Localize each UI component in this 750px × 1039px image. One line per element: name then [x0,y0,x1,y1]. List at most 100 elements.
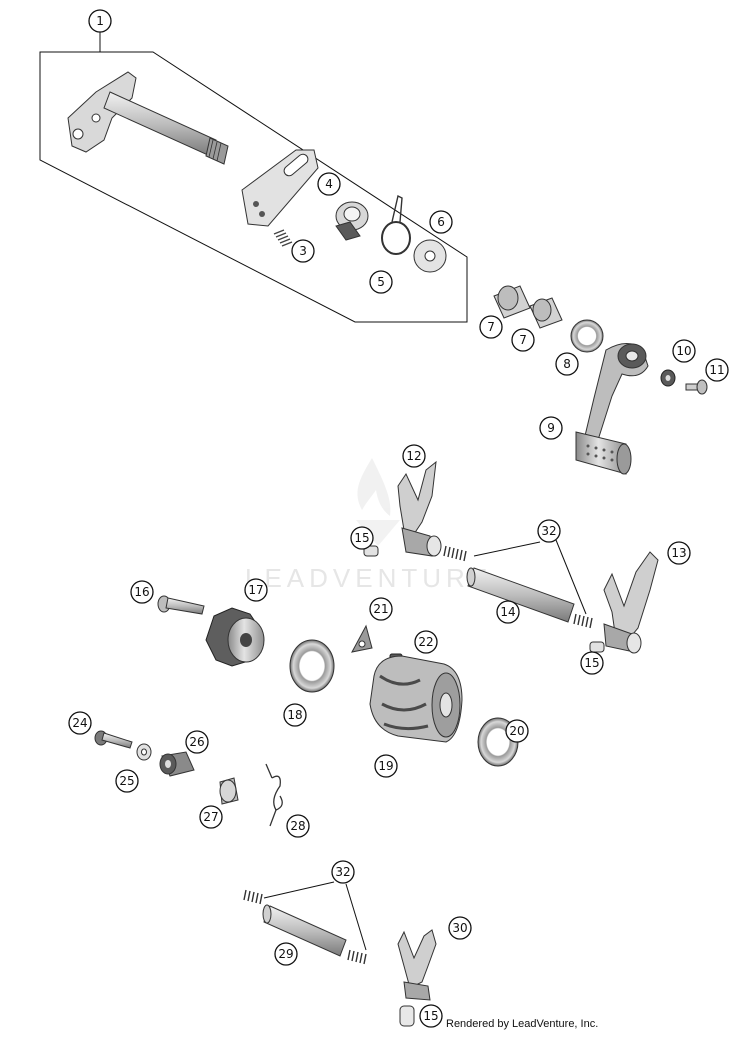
part-pin-15c [399,1005,415,1027]
part-seal-8 [570,319,604,353]
svg-text:12: 12 [406,449,421,463]
kit-outline [39,51,468,323]
part-shift-fork-12 [397,460,442,557]
svg-text:28: 28 [290,819,305,833]
part-pin-15b [589,641,605,653]
part-spring-3 [273,229,293,247]
callout-1: 1 [88,9,112,33]
callout-21: 21 [369,597,393,621]
callout-32b: 32 [331,860,355,884]
part-clip-5 [381,194,411,255]
callout-20: 20 [505,719,529,743]
callout-15a: 15 [350,526,374,550]
part-shift-fork-30 [397,929,437,1001]
part-4 [335,201,369,241]
part-spring-28 [265,763,283,827]
part-shift-fork-13 [603,551,659,654]
svg-text:6: 6 [437,215,445,229]
callout-16: 16 [130,580,154,604]
flame-logo-icon [356,458,400,546]
svg-text:4: 4 [325,177,333,191]
callout-5: 5 [369,270,393,294]
svg-text:27: 27 [203,810,218,824]
part-21 [351,624,373,653]
svg-text:1: 1 [96,14,104,28]
svg-text:9: 9 [547,421,555,435]
part-spring-32d [347,949,367,965]
callout-8: 8 [555,352,579,376]
callout-22: 22 [414,630,438,654]
svg-text:26: 26 [189,735,204,749]
callout-10: 10 [672,339,696,363]
part-shift-drum-star-17 [205,607,265,667]
svg-text:25: 25 [119,774,134,788]
callout-3: 3 [291,239,315,263]
svg-text:15: 15 [584,656,599,670]
callout-27: 27 [199,805,223,829]
callout-15b: 15 [580,651,604,675]
part-bolt-16 [157,595,205,615]
part-washer-25 [136,743,152,761]
svg-text:3: 3 [299,244,307,258]
svg-text:21: 21 [373,602,388,616]
part-shift-lever-9 [575,343,649,475]
svg-text:18: 18 [287,708,302,722]
svg-text:15: 15 [354,531,369,545]
callout-32a: 32 [537,519,561,543]
svg-text:7: 7 [519,333,527,347]
svg-text:30: 30 [452,921,467,935]
callout-28: 28 [286,814,310,838]
callout-13: 13 [667,541,691,565]
callout-14: 14 [496,600,520,624]
shift-plate [241,149,319,227]
part-spring-32c [243,889,263,905]
svg-text:24: 24 [72,716,87,730]
svg-text:11: 11 [709,363,724,377]
callout-30: 30 [448,916,472,940]
part-shift-drum-19 [369,655,463,743]
svg-text:14: 14 [500,605,515,619]
svg-text:15: 15 [423,1009,438,1023]
svg-text:10: 10 [676,344,691,358]
callout-12: 12 [402,444,426,468]
credit-text: Rendered by LeadVenture, Inc. [446,1018,599,1030]
callout-9: 9 [539,416,563,440]
part-shift-rail-14 [466,567,575,623]
svg-text:8: 8 [563,357,571,371]
part-roller-27 [219,777,239,805]
svg-text:22: 22 [418,635,433,649]
svg-text:13: 13 [671,546,686,560]
svg-text:19: 19 [378,759,393,773]
part-pin-15a [363,545,379,557]
part-washer-6 [413,239,447,273]
callout-4: 4 [317,172,341,196]
part-bolt-24 [94,730,133,749]
part-spring-32a [443,545,467,562]
svg-text:29: 29 [278,947,293,961]
part-washer-10 [660,369,676,387]
svg-text:7: 7 [487,320,495,334]
part-bolt-11 [685,379,708,395]
svg-text:16: 16 [134,585,149,599]
svg-text:32: 32 [335,865,350,879]
callout-26: 26 [185,730,209,754]
part-bushing-7a [493,285,531,319]
svg-text:32: 32 [541,524,556,538]
callout-24: 24 [68,711,92,735]
shift-shaft [67,71,229,165]
callout-15c: 15 [419,1004,443,1028]
callout-19: 19 [374,754,398,778]
callout-6: 6 [429,210,453,234]
svg-text:20: 20 [509,724,524,738]
part-bushing-7b [529,297,563,329]
callout-25: 25 [115,769,139,793]
callout-7b: 7 [511,328,535,352]
callout-29: 29 [274,942,298,966]
watermark: LEADVENTURE [245,458,492,593]
part-26 [159,751,195,777]
part-spring-32b [573,613,593,629]
leader-lines [263,539,587,951]
watermark-text: LEADVENTURE [245,563,492,593]
callout-17: 17 [244,578,268,602]
